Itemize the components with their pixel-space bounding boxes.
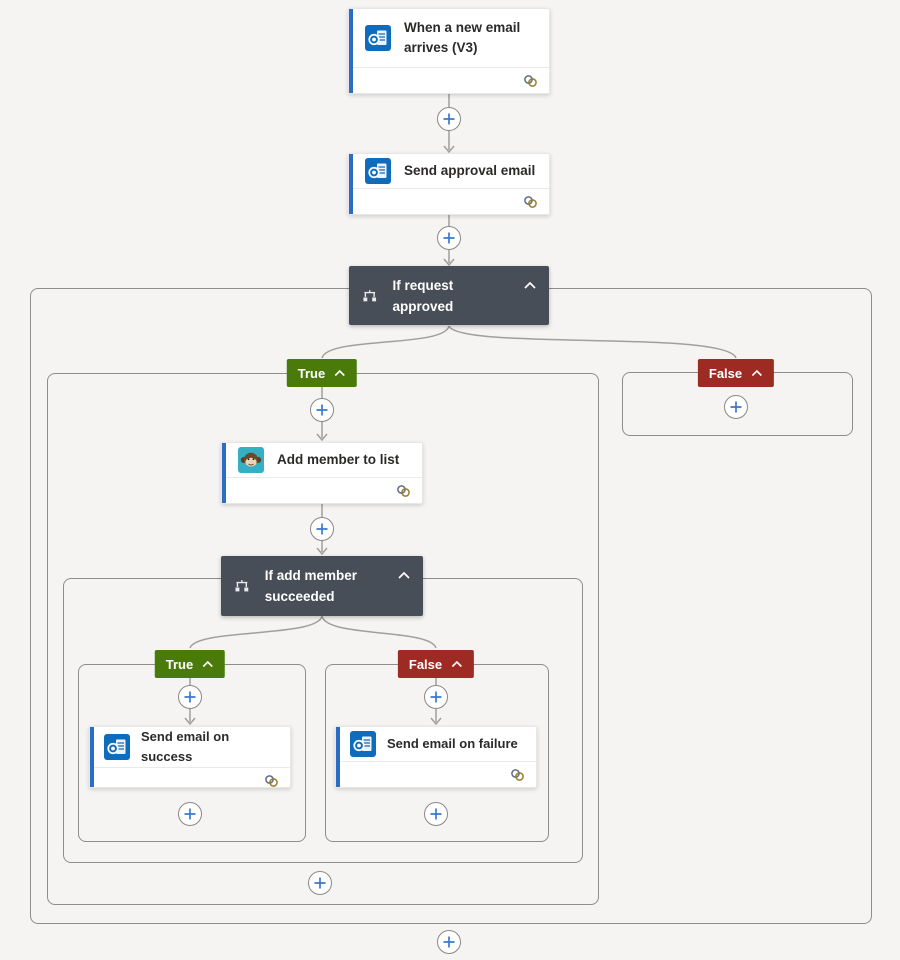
connection-icon[interactable] <box>395 484 412 498</box>
collapse-button[interactable] <box>397 568 411 583</box>
card-accent-bar <box>222 443 226 503</box>
send-email-on-failure-card[interactable]: Send email on failure <box>335 726 537 788</box>
insert-step-button[interactable] <box>437 107 461 131</box>
condition-icon <box>363 289 377 301</box>
outlook-icon <box>365 158 391 184</box>
condition-card-add-member-succeeded[interactable]: If add member succeeded <box>221 556 423 616</box>
plus-icon <box>430 691 442 703</box>
connection-icon[interactable] <box>509 768 526 782</box>
chevron-up-icon <box>752 369 763 377</box>
plus-icon <box>443 936 455 948</box>
collapse-button[interactable] <box>523 278 537 293</box>
send-email-on-success-card[interactable]: Send email on success <box>89 726 291 788</box>
trigger-card[interactable]: When a new email arrives (V3) <box>348 8 550 94</box>
insert-step-button[interactable] <box>310 398 334 422</box>
card-accent-bar <box>336 727 340 787</box>
send-approval-email-card[interactable]: Send approval email <box>348 153 550 215</box>
insert-step-button[interactable] <box>724 395 748 419</box>
badge-label: False <box>408 656 443 672</box>
badge-label: True <box>297 365 326 381</box>
insert-step-button[interactable] <box>178 685 202 709</box>
connection-icon[interactable] <box>263 774 280 788</box>
plus-icon <box>430 808 442 820</box>
condition-title: If add member succeeded <box>264 568 358 604</box>
badge-label: True <box>165 656 194 672</box>
trigger-title: When a new email arrives (V3) <box>404 20 521 55</box>
action-title: Send email on success <box>141 729 230 764</box>
insert-step-button[interactable] <box>424 802 448 826</box>
outlook-icon <box>350 731 376 757</box>
card-accent-bar <box>90 727 94 787</box>
insert-step-button[interactable] <box>437 226 461 250</box>
false-branch-badge[interactable]: False <box>697 359 775 387</box>
connection-icon[interactable] <box>522 195 539 209</box>
insert-step-button[interactable] <box>178 802 202 826</box>
card-accent-bar <box>349 9 353 93</box>
plus-icon <box>443 113 455 125</box>
insert-step-button[interactable] <box>310 517 334 541</box>
action-title: Send email on failure <box>387 736 518 751</box>
chevron-up-icon <box>452 660 463 668</box>
condition-card-request-approved[interactable]: If request approved <box>349 266 549 325</box>
insert-step-button[interactable] <box>437 930 461 954</box>
condition-title: If request approved <box>392 277 454 314</box>
outlook-icon <box>104 734 130 760</box>
mailchimp-icon <box>238 447 264 473</box>
plus-icon <box>316 404 328 416</box>
inner-false-branch-badge[interactable]: False <box>397 650 475 678</box>
plus-icon <box>184 808 196 820</box>
plus-icon <box>184 691 196 703</box>
plus-icon <box>730 401 742 413</box>
badge-label: False <box>708 365 743 381</box>
insert-step-button[interactable] <box>308 871 332 895</box>
chevron-up-icon <box>335 369 346 377</box>
action-title: Add member to list <box>277 452 400 467</box>
plus-icon <box>314 877 326 889</box>
outlook-icon <box>365 25 391 51</box>
action-title: Send approval email <box>404 163 536 178</box>
plus-icon <box>443 232 455 244</box>
chevron-up-icon <box>203 660 214 668</box>
add-member-to-list-card[interactable]: Add member to list <box>221 442 423 504</box>
chevron-up-icon <box>398 571 410 579</box>
plus-icon <box>316 523 328 535</box>
inner-true-branch-badge[interactable]: True <box>154 650 226 678</box>
card-accent-bar <box>349 154 353 214</box>
true-branch-badge[interactable]: True <box>286 359 358 387</box>
chevron-up-icon <box>524 281 536 289</box>
connection-icon[interactable] <box>522 74 539 88</box>
insert-step-button[interactable] <box>424 685 448 709</box>
condition-icon <box>235 580 249 592</box>
